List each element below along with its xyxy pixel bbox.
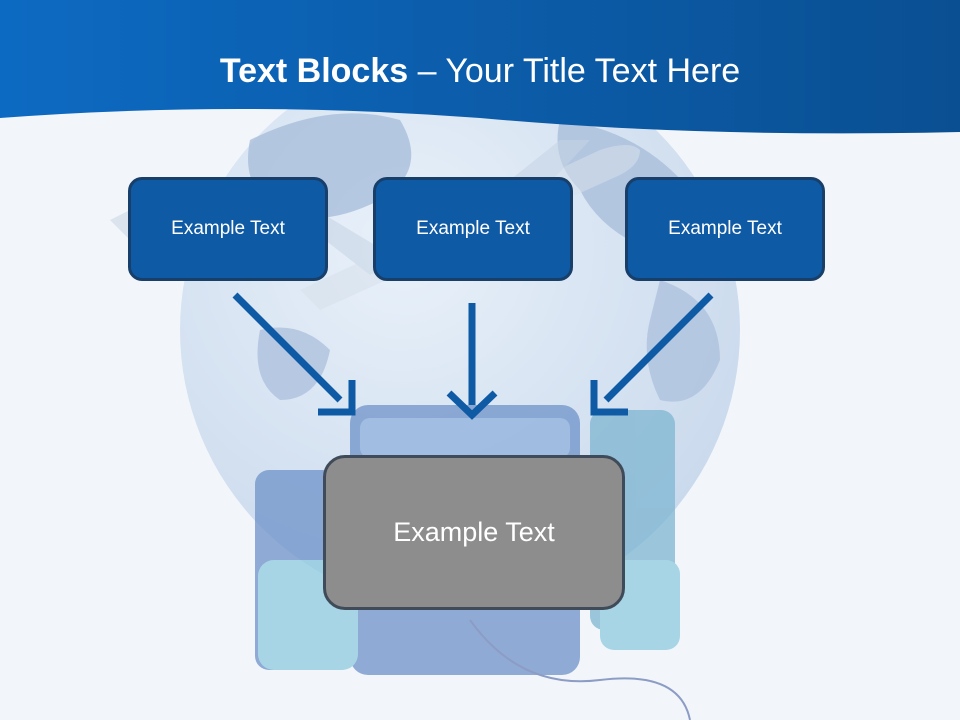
- text-block-2-label: Example Text: [416, 218, 530, 239]
- arrow-right: [590, 292, 714, 416]
- slide-title: Text Blocks – Your Title Text Here: [0, 52, 960, 91]
- title-rest-text: Your Title Text Here: [445, 52, 741, 90]
- arrow-left: [232, 292, 356, 416]
- text-block-3[interactable]: Example Text: [625, 177, 825, 281]
- center-text-block[interactable]: Example Text: [323, 455, 625, 610]
- title-dash: –: [408, 52, 446, 90]
- arrow-center: [446, 303, 498, 420]
- text-block-2[interactable]: Example Text: [373, 177, 573, 281]
- title-bold-text: Text Blocks: [219, 52, 409, 90]
- center-text-block-label: Example Text: [393, 517, 555, 547]
- text-block-3-label: Example Text: [668, 218, 782, 239]
- header-band: [0, 0, 960, 134]
- text-block-1-label: Example Text: [171, 218, 285, 239]
- text-block-1[interactable]: Example Text: [128, 177, 328, 281]
